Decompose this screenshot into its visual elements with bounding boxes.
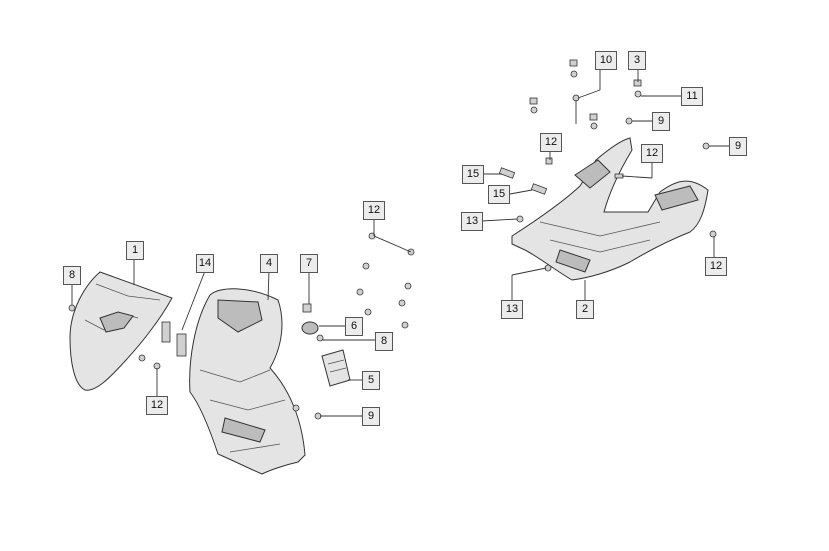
floor-panel xyxy=(511,137,709,281)
callout-11: 11 xyxy=(681,87,703,106)
callout-12-lower-left: 12 xyxy=(146,396,168,415)
front-shield-panel xyxy=(69,271,173,391)
callout-8-right: 8 xyxy=(375,332,393,351)
callout-12-upper: 12 xyxy=(363,201,385,220)
leg-shield xyxy=(189,288,306,475)
callout-13-lower: 13 xyxy=(501,300,523,319)
leader-lines xyxy=(71,68,729,417)
callout-2: 2 xyxy=(576,300,594,319)
callout-3: 3 xyxy=(628,51,646,70)
callout-5: 5 xyxy=(362,371,380,390)
callout-9-right: 9 xyxy=(729,137,747,156)
small-fasteners-group xyxy=(68,232,415,420)
callout-15-lower: 15 xyxy=(488,185,510,204)
callout-12-floor-bottom: 12 xyxy=(705,257,727,276)
callout-7: 7 xyxy=(300,254,318,273)
callout-10: 10 xyxy=(595,51,617,70)
callout-1: 1 xyxy=(126,241,144,260)
cover-plate xyxy=(321,349,351,387)
callout-8-left: 8 xyxy=(63,266,81,285)
callout-13-upper: 13 xyxy=(461,212,483,231)
callout-12-floor-left: 12 xyxy=(540,133,562,152)
callout-6: 6 xyxy=(345,317,363,336)
clip-part xyxy=(161,321,187,357)
callout-9-top: 9 xyxy=(652,112,670,131)
callout-4: 4 xyxy=(260,254,278,273)
callout-14: 14 xyxy=(196,254,214,273)
callout-9-lower: 9 xyxy=(362,407,380,426)
callout-12-floor-right: 12 xyxy=(641,144,663,163)
callout-15-upper: 15 xyxy=(462,165,484,184)
